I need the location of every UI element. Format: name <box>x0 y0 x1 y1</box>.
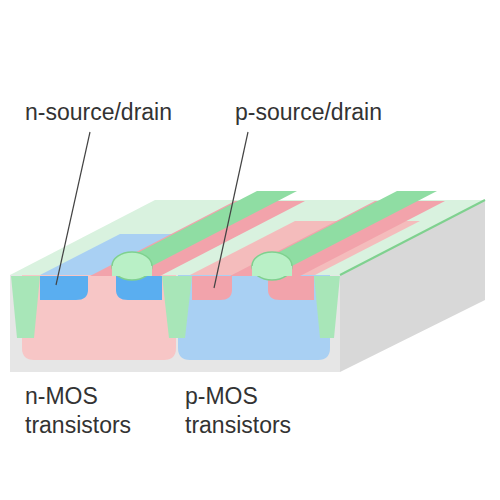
isolation-trench <box>162 276 192 338</box>
gate-end <box>112 252 152 280</box>
gate-end <box>252 266 292 276</box>
gate-end <box>252 252 292 280</box>
part-label: n-source/drain <box>25 98 245 127</box>
p-well <box>22 275 176 360</box>
p-source <box>192 276 232 300</box>
block-front-face <box>10 275 340 372</box>
gate-end <box>112 266 152 276</box>
leader-line <box>56 132 90 285</box>
part-label: p-source/drain <box>235 98 455 127</box>
part-label: n-MOS transistors <box>25 382 165 440</box>
part-label: p-MOS transistors <box>185 382 325 440</box>
leader-line <box>214 132 248 288</box>
isolation-trench <box>314 276 340 338</box>
n-well <box>178 275 330 360</box>
isolation-trench <box>11 276 40 338</box>
n-source <box>40 276 88 300</box>
